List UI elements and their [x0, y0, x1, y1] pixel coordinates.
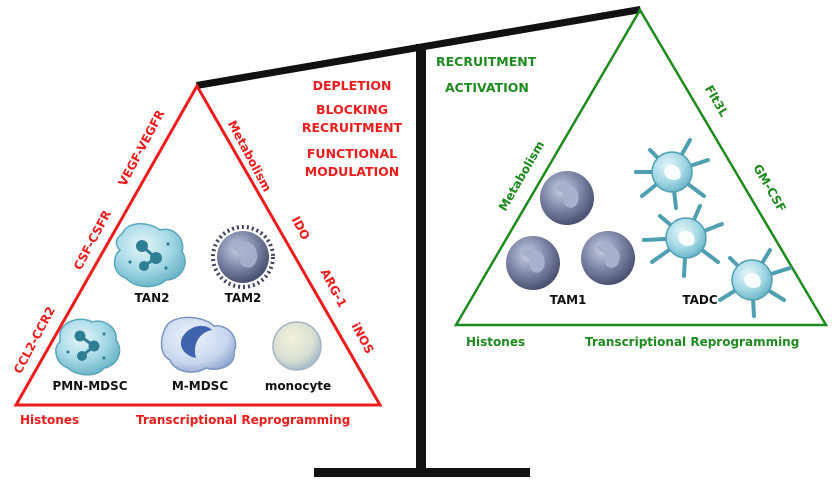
- m-mdsc-cell-icon: [160, 316, 237, 373]
- left-side-label-ccl2: CCL2-CCR2: [11, 304, 58, 376]
- left-side-label-csf: CSF-CSFR: [71, 208, 114, 272]
- strategy-right-recruitment: RECRUITMENT: [436, 54, 537, 69]
- tan2-label: TAN2: [135, 291, 170, 305]
- right-base-reprogramming: Transcriptional Reprogramming: [585, 335, 799, 349]
- tam1-cell-icon: [506, 171, 635, 290]
- right-left-label-metabolism: Metabolism: [496, 138, 547, 213]
- right-base-histones: Histones: [466, 335, 525, 349]
- m-mdsc-label: M-MDSC: [172, 379, 228, 393]
- strategy-right-activation: ACTIVATION: [445, 80, 529, 95]
- scale-post: [416, 44, 426, 472]
- scale-base: [314, 468, 530, 477]
- pmn-mdsc-cell-icon: [55, 318, 121, 376]
- left-triangle: [13, 82, 383, 407]
- monocyte-cell-icon: [272, 321, 322, 371]
- strategy-depletion: DEPLETION: [313, 78, 392, 93]
- scale-beam: [196, 6, 641, 89]
- strategy-blocking: BLOCKING: [316, 102, 388, 117]
- left-right-label-metabolism: Metabolism: [225, 118, 274, 194]
- tadc-label: TADC: [682, 293, 718, 307]
- left-side-label-vegf: VEGF-VEGFR: [116, 108, 168, 189]
- left-right-label-inos: iNOS: [349, 320, 377, 356]
- monocyte-label: monocyte: [265, 379, 331, 393]
- strategy-recruitment: RECRUITMENT: [302, 120, 403, 135]
- pmn-mdsc-label: PMN-MDSC: [52, 379, 127, 393]
- right-triangle: [453, 7, 829, 327]
- tam2-cell-icon: [211, 225, 275, 289]
- tam2-label: TAM2: [225, 291, 262, 305]
- left-right-label-ido: IDO: [289, 214, 313, 242]
- tadc-cell-bodies: [651, 151, 773, 301]
- strategy-functional: FUNCTIONAL: [307, 146, 397, 161]
- left-base-histones: Histones: [20, 413, 79, 427]
- strategy-modulation: MODULATION: [305, 164, 400, 179]
- tan2-cell-icon: [113, 223, 186, 288]
- scale: [196, 6, 641, 477]
- tam1-label: TAM1: [550, 293, 587, 307]
- left-base-reprogramming: Transcriptional Reprogramming: [136, 413, 350, 427]
- right-right-label-flt3l: Flt3L: [702, 83, 731, 120]
